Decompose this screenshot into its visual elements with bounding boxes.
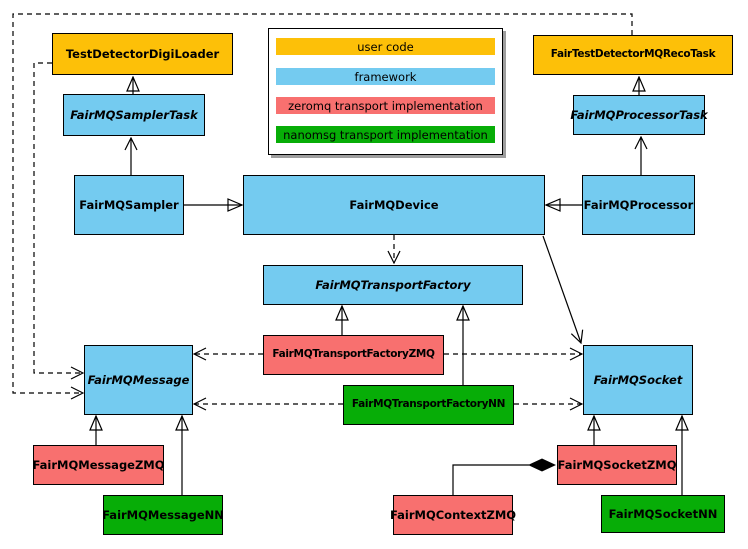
class-label: TestDetectorDigiLoader	[65, 46, 220, 61]
class-box-fairmqmessage: FairMQMessage	[84, 345, 193, 415]
class-label: FairMQContextZMQ	[389, 507, 517, 522]
class-label: FairMQSocket	[593, 372, 683, 387]
legend-item-zeromq: zeromq transport implementation	[276, 97, 495, 114]
class-box-fairmqtransportfactoryzmq: FairMQTransportFactoryZMQ	[263, 335, 444, 375]
class-box-testdetectordigiloader: TestDetectorDigiLoader	[52, 33, 233, 75]
legend-label: nanomsg transport implementation	[283, 127, 488, 142]
class-box-fairmqmessagenn: FairMQMessageNN	[102, 495, 224, 535]
class-label: FairMQSampler	[79, 197, 179, 212]
class-box-fairmqsocket: FairMQSocket	[583, 345, 693, 415]
class-label: FairMQSamplerTask	[70, 107, 198, 122]
class-box-fairmqmessagezmq: FairMQMessageZMQ	[32, 445, 165, 485]
class-label: FairMQTransportFactory	[315, 277, 471, 292]
class-box-fairmqprocessortask: FairMQProcessorTask	[570, 95, 708, 135]
class-label: FairMQDevice	[349, 197, 439, 212]
class-label: FairMQTransportFactoryZMQ	[272, 348, 435, 361]
legend-item-framework: framework	[276, 68, 495, 85]
class-label: FairMQMessageNN	[102, 507, 224, 522]
legend-label: zeromq transport implementation	[288, 98, 483, 113]
class-label: FairMQProcessorTask	[570, 107, 708, 122]
class-box-fairmqsamplertask: FairMQSamplerTask	[63, 94, 205, 136]
legend-item-nanomsg: nanomsg transport implementation	[276, 126, 495, 143]
class-box-fairmqsampler: FairMQSampler	[74, 175, 184, 235]
class-label: FairMQSocketZMQ	[557, 457, 677, 472]
legend-item-user-code: user code	[276, 38, 495, 55]
class-box-fairmqdevice: FairMQDevice	[243, 175, 545, 235]
class-box-fairmqcontextzmq: FairMQContextZMQ	[389, 495, 517, 535]
legend-label: framework	[354, 69, 417, 84]
class-box-fairtestdetectormqrecotask: FairTestDetectorMQRecoTask	[533, 35, 733, 75]
class-label: FairMQSocketNN	[608, 506, 718, 521]
class-label: FairMQMessageZMQ	[32, 457, 165, 472]
class-box-fairmqsocketnn: FairMQSocketNN	[601, 495, 725, 533]
class-label: FairMQTransportFactoryNN	[351, 398, 506, 411]
class-label: FairMQProcessor	[583, 197, 694, 212]
class-box-fairmqprocessor: FairMQProcessor	[582, 175, 695, 235]
class-label: FairMQMessage	[87, 372, 190, 387]
legend: user code framework zeromq transport imp…	[268, 28, 503, 155]
legend-label: user code	[357, 39, 414, 54]
class-box-fairmqtransportfactorynn: FairMQTransportFactoryNN	[343, 385, 514, 425]
class-label: FairTestDetectorMQRecoTask	[550, 48, 716, 61]
class-box-fairmqtransportfactory: FairMQTransportFactory	[263, 265, 523, 305]
class-box-fairmqsocketzmq: FairMQSocketZMQ	[557, 445, 677, 485]
